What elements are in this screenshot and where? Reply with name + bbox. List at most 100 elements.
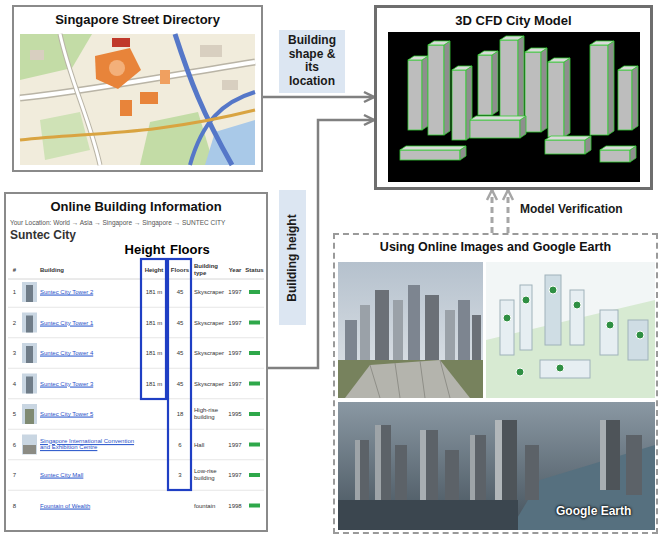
map-3d-render-part bbox=[500, 300, 514, 355]
google-earth-view-part bbox=[470, 435, 486, 505]
google-earth-view-part bbox=[600, 420, 620, 490]
cfd-model-render-part bbox=[478, 55, 492, 115]
aerial-photo-part bbox=[345, 360, 470, 398]
google-earth-view-part bbox=[470, 435, 475, 505]
table-cell: 18 bbox=[170, 411, 190, 418]
cfd-model-render-part bbox=[548, 62, 564, 137]
table-cell: 3 bbox=[10, 350, 19, 357]
street-map-part bbox=[20, 110, 255, 140]
table-screenshot-part bbox=[8, 490, 264, 491]
status-bar-part bbox=[249, 382, 260, 386]
table-cell: Suntec City Mall bbox=[40, 472, 139, 479]
table-screenshot-part bbox=[8, 279, 264, 280]
model-panel: 3D CFD City Model bbox=[374, 5, 653, 190]
street-map-part bbox=[160, 70, 170, 84]
google-earth-view-part bbox=[420, 430, 426, 510]
cfd-model-render-part bbox=[608, 41, 614, 135]
table-cell: fountain bbox=[194, 502, 225, 509]
status-bar-part bbox=[249, 351, 260, 355]
table-cell: 45 bbox=[170, 380, 190, 387]
table-cell: Suntec City Tower 2 bbox=[40, 289, 139, 296]
table-cell: 45 bbox=[170, 319, 190, 326]
status-bar-part bbox=[249, 473, 260, 477]
building-thumbnail-part bbox=[22, 313, 37, 333]
cfd-model-render-part bbox=[500, 36, 524, 40]
google-earth-view-part bbox=[355, 440, 360, 500]
table-cell: 6 bbox=[10, 441, 19, 448]
table-cell: 45 bbox=[170, 350, 190, 357]
cfd-model-render-part bbox=[518, 36, 524, 125]
map-3d-render-part bbox=[503, 286, 644, 376]
google-earth-view-part bbox=[355, 440, 369, 500]
panel-title: Singapore Street Directory bbox=[55, 12, 220, 27]
building-thumbnail-part bbox=[26, 285, 33, 302]
aerial-photo-part bbox=[338, 262, 483, 398]
annotation-label: Suntec City bbox=[10, 229, 110, 243]
table-cell: Suntec City Tower 1 bbox=[40, 319, 139, 326]
building-thumbnail-part bbox=[23, 445, 36, 454]
google-earth-view-part bbox=[395, 445, 407, 500]
google-earth-view-part bbox=[600, 420, 606, 490]
google-earth-view-part bbox=[445, 450, 459, 500]
cfd-model-render-part bbox=[618, 66, 638, 70]
table-cell: 2 bbox=[10, 319, 19, 326]
table-screenshot-part bbox=[8, 307, 264, 308]
cfd-model-render-part bbox=[545, 136, 591, 140]
cfd-model-render-part bbox=[564, 58, 570, 137]
cfd-model-render-part bbox=[525, 52, 541, 132]
table-screenshot bbox=[8, 259, 264, 508]
table-cell: 1998 bbox=[226, 502, 244, 509]
table-cell: Skyscraper bbox=[194, 289, 225, 296]
street-map bbox=[20, 34, 255, 165]
table-cell: 1997 bbox=[226, 319, 244, 326]
cfd-model-render-part bbox=[545, 140, 585, 154]
aerial-photo bbox=[338, 262, 483, 398]
cfd-model-render-part bbox=[408, 56, 428, 60]
status-bar bbox=[249, 290, 260, 508]
map-3d-render-part bbox=[520, 285, 532, 350]
table-cell: 181 m bbox=[143, 380, 165, 387]
table-cell: Skyscraper bbox=[194, 319, 225, 326]
panel-title: Online Building Information bbox=[50, 199, 221, 214]
cfd-model-render-part bbox=[388, 32, 640, 182]
table-cell: Suntec City Tower 5 bbox=[40, 411, 139, 418]
table-cell: Floors bbox=[170, 267, 190, 274]
connector bbox=[491, 190, 494, 233]
cfd-model-render-part bbox=[590, 45, 608, 135]
street-map-part bbox=[20, 34, 255, 165]
google-earth-view-part bbox=[375, 425, 391, 500]
cfd-model-render-part bbox=[541, 48, 547, 132]
table-cell: 7 bbox=[10, 472, 19, 479]
table-cell: Suntec City Tower 3 bbox=[40, 380, 139, 387]
table-cell: Skyscraper bbox=[194, 350, 225, 357]
street-map-part bbox=[190, 92, 255, 165]
street-map-part bbox=[60, 34, 100, 165]
street-map-part bbox=[60, 34, 100, 165]
map-3d-render-part bbox=[570, 290, 584, 345]
aerial-photo-part bbox=[393, 300, 403, 370]
annotation-label: Height bbox=[118, 243, 165, 258]
street-map-part bbox=[140, 92, 158, 104]
google-earth-view-part bbox=[525, 445, 539, 500]
table-cell: Building type bbox=[194, 263, 225, 277]
cfd-model-render-part bbox=[400, 146, 466, 150]
google-earth-view-part bbox=[626, 435, 642, 495]
map-3d-render bbox=[486, 262, 655, 398]
map-3d-render-part bbox=[486, 262, 655, 398]
map-3d-render-part bbox=[540, 360, 590, 378]
table-cell: 3 bbox=[170, 472, 190, 479]
aerial-photo-part bbox=[338, 360, 483, 398]
table-cell: 6 bbox=[170, 441, 190, 448]
google-earth-view-part bbox=[420, 430, 438, 510]
table-cell: 5 bbox=[10, 411, 19, 418]
table-cell: Height bbox=[143, 267, 165, 274]
cfd-model-render-part bbox=[428, 41, 450, 45]
google-earth-view-part bbox=[375, 425, 381, 500]
table-cell: Suntec City Tower 4 bbox=[40, 350, 139, 357]
verification-panel: Using Online Images and Google Earth bbox=[333, 233, 658, 534]
table-cell: 1997 bbox=[226, 350, 244, 357]
street-map-part bbox=[175, 34, 232, 165]
highlight-box bbox=[141, 259, 166, 399]
